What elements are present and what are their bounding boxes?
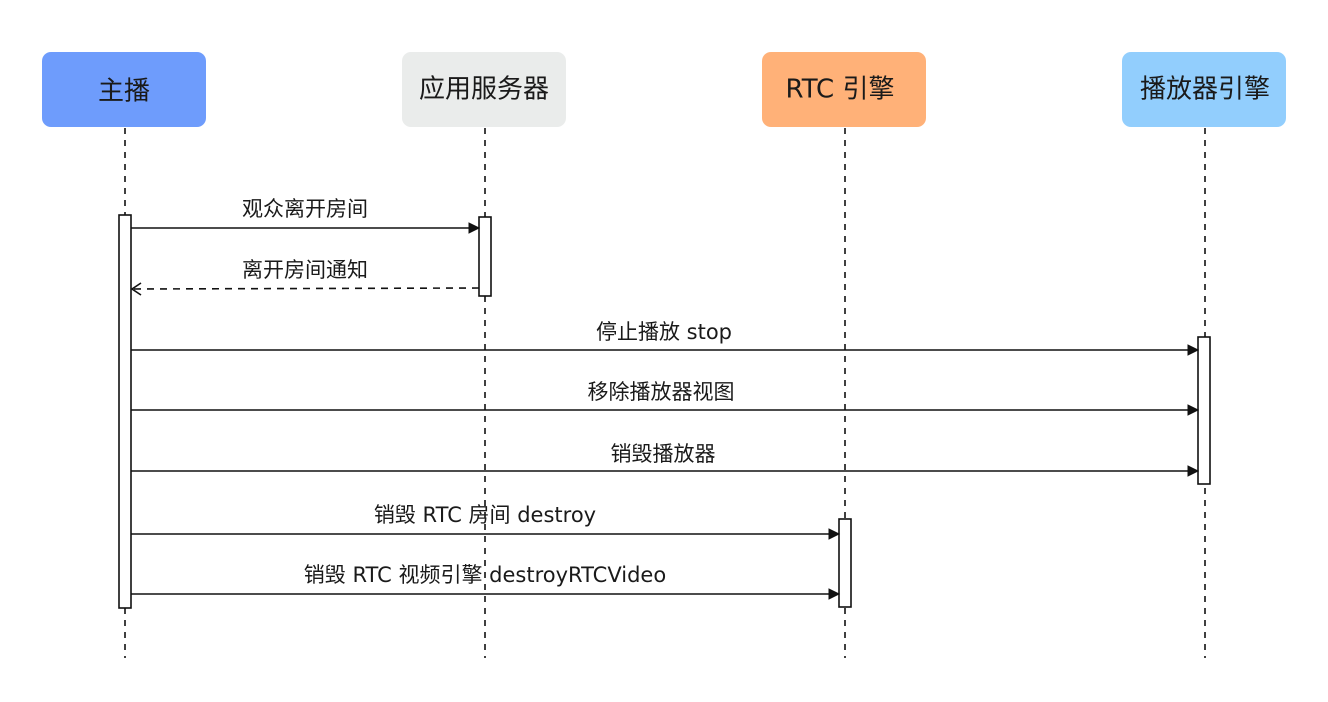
message-6-arrowhead [828,528,841,540]
participant-server: 应用服务器 [402,52,566,127]
activation-server [478,216,492,297]
message-2-line [132,287,480,290]
message-5: 销毁播放器 [131,442,1200,477]
participant-rtc-label: RTC 引擎 [786,75,895,105]
message-6: 销毁 RTC 房间 destroy [131,503,841,540]
participant-server-label: 应用服务器 [419,75,549,105]
participant-rtc-box [762,52,926,127]
message-3: 停止播放 stop [131,320,1200,356]
message-4-label: 移除播放器视图 [588,380,735,404]
message-4: 移除播放器视图 [131,380,1200,416]
message-2-label: 离开房间通知 [242,258,368,282]
participant-anchor-box [42,52,206,127]
participant-player-label: 播放器引擎 [1140,75,1270,105]
participant-server-box [402,52,566,127]
participant-player: 播放器引擎 [1122,52,1286,127]
activation-anchor [118,214,132,609]
message-7-arrowhead [828,588,841,600]
message-5-arrowhead [1187,465,1200,477]
message-3-label: 停止播放 stop [596,320,732,344]
message-6-label: 销毁 RTC 房间 destroy [374,503,596,527]
message-1-label: 观众离开房间 [242,197,368,221]
message-1: 观众离开房间 [131,197,481,234]
activation-rtc [838,518,852,608]
message-5-label: 销毁播放器 [611,442,716,466]
message-3-arrowhead [1187,344,1200,356]
message-7: 销毁 RTC 视频引擎 destroyRTCVideo [131,563,841,600]
participant-anchor-label: 主播 [98,77,150,107]
participant-player-box [1122,52,1286,127]
message-4-arrowhead [1187,404,1200,416]
message-2: 离开房间通知 [130,258,480,296]
participant-rtc: RTC 引擎 [762,52,926,127]
message-1-arrowhead [468,222,481,234]
message-7-label: 销毁 RTC 视频引擎 destroyRTCVideo [304,563,666,587]
activation-player [1197,336,1211,485]
participant-anchor: 主播 [42,52,206,127]
message-2-arrowhead [130,282,142,296]
